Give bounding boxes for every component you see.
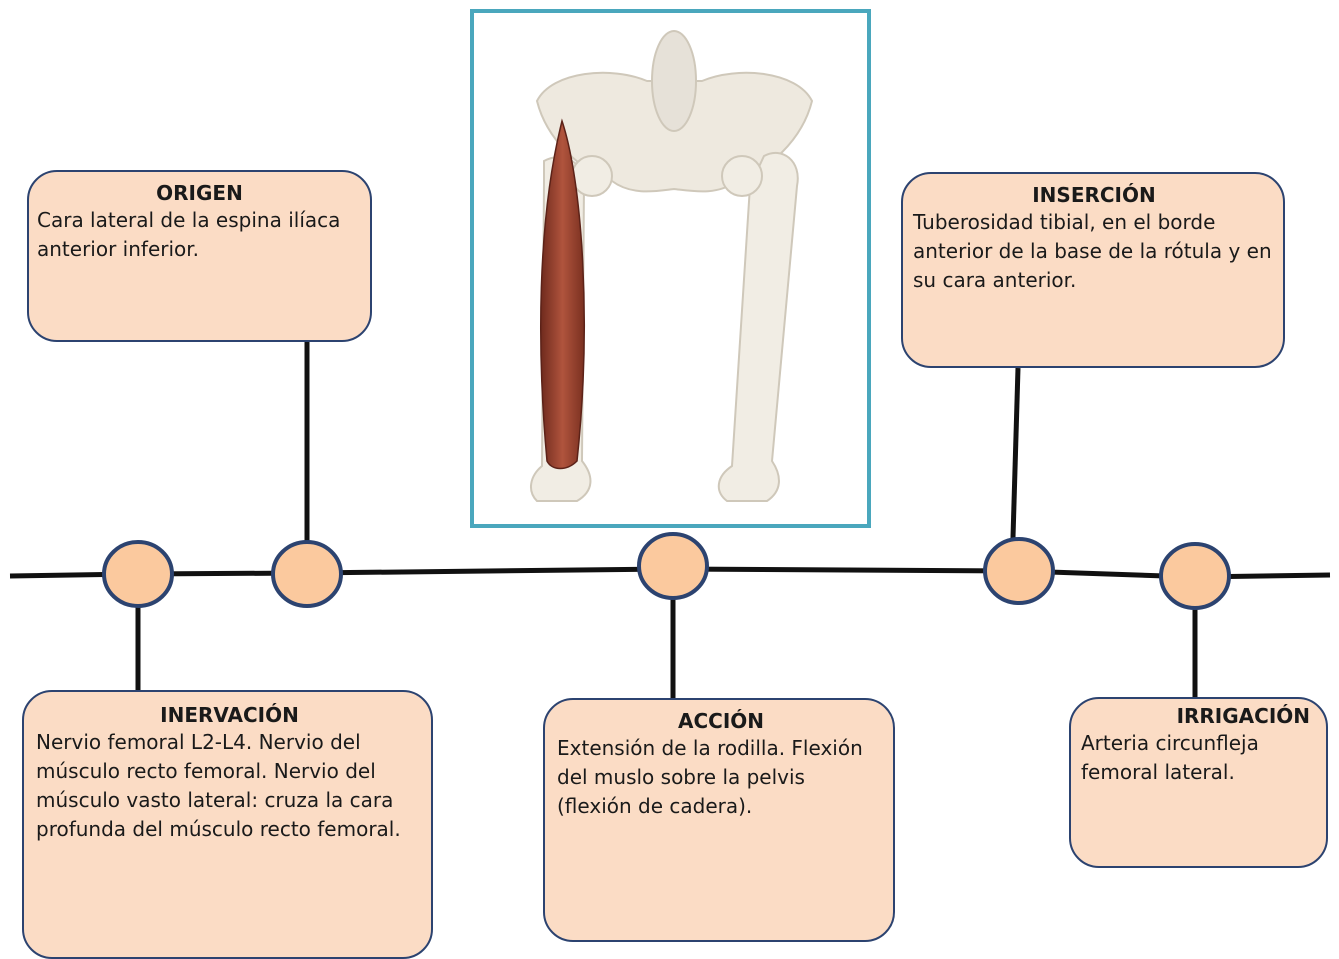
insercion-box: INSERCIÓN Tuberosidad tibial, en el bord… bbox=[901, 172, 1285, 368]
timeline-node bbox=[1161, 544, 1229, 608]
muscle-illustration bbox=[482, 21, 867, 524]
timeline-node bbox=[985, 539, 1053, 603]
timeline-node bbox=[104, 542, 172, 606]
origen-title: ORIGEN bbox=[37, 180, 362, 206]
image-frame bbox=[470, 9, 871, 528]
origen-text: Cara lateral de la espina ilíaca anterio… bbox=[37, 206, 362, 264]
inervacion-text: Nervio femoral L2-L4. Nervio del músculo… bbox=[36, 728, 423, 844]
origen-box: ORIGEN Cara lateral de la espina ilíaca … bbox=[27, 170, 372, 342]
insercion-title: INSERCIÓN bbox=[913, 182, 1275, 208]
irrigacion-title: IRRIGACIÓN bbox=[1081, 703, 1318, 729]
inervacion-title: INERVACIÓN bbox=[36, 702, 423, 728]
irrigacion-text: Arteria circunfleja femoral lateral. bbox=[1081, 729, 1318, 787]
timeline-node bbox=[639, 534, 707, 598]
insercion-text: Tuberosidad tibial, en el borde anterior… bbox=[913, 208, 1275, 295]
timeline-node bbox=[273, 542, 341, 606]
inervacion-box: INERVACIÓN Nervio femoral L2-L4. Nervio … bbox=[22, 690, 433, 959]
irrigacion-box: IRRIGACIÓN Arteria circunfleja femoral l… bbox=[1069, 697, 1328, 868]
accion-box: ACCIÓN Extensión de la rodilla. Flexión … bbox=[543, 698, 895, 942]
accion-title: ACCIÓN bbox=[557, 708, 885, 734]
accion-text: Extensión de la rodilla. Flexión del mus… bbox=[557, 734, 885, 821]
